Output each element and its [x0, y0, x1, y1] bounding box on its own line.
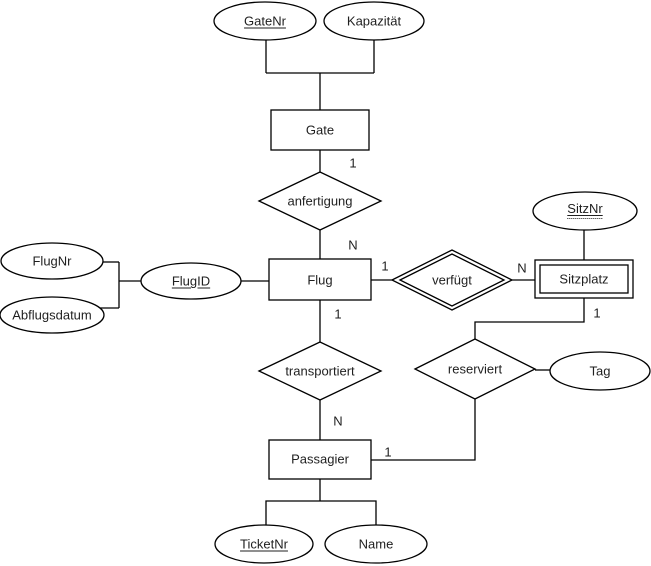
cardinality-flug-verfuegt: 1 — [381, 258, 389, 274]
attribute-flugid-label: FlugID — [171, 273, 211, 289]
attribute-flugnr-ellipse — [0, 242, 104, 280]
attribute-gatenr-ellipse — [213, 1, 317, 41]
cardinality-transportiert-passagier: N — [333, 413, 343, 429]
entity-passagier-box — [268, 439, 372, 480]
attribute-gatenr-label: GateNr — [244, 13, 286, 29]
entity-flug-box — [268, 258, 372, 301]
relationship-anfertigung-diamond — [257, 171, 383, 231]
attribute-tag-label: Tag — [589, 363, 611, 379]
cardinality-passagier-reserviert: 1 — [384, 444, 392, 460]
cardinality-anfertigung-flug: N — [348, 237, 358, 253]
relationship-transportiert-label: transportiert — [285, 363, 355, 379]
attribute-name-ellipse — [324, 524, 428, 564]
cardinality-verfuegt-sitzplatz: N — [517, 260, 527, 276]
attribute-sitznr-label: SitzNr — [567, 201, 603, 219]
entity-passagier-label: Passagier — [291, 451, 349, 467]
attribute-name-label: Name — [358, 536, 394, 552]
entity-flug-label: Flug — [307, 272, 333, 288]
cardinality-gate-anfertigung: 1 — [349, 155, 357, 171]
relationship-reserviert-diamond — [413, 338, 537, 400]
entity-gate-label: Gate — [305, 122, 335, 138]
entity-sitzplatz-label: Sitzplatz — [559, 271, 609, 287]
attribute-sitznr-ellipse — [532, 191, 638, 231]
attribute-flugid-ellipse — [140, 262, 242, 300]
edge-reserviert-passagier — [371, 399, 476, 461]
relationship-verfuegt-label: verfügt — [432, 272, 472, 288]
entity-gate-box — [270, 109, 370, 151]
attribute-flugnr-label: FlugNr — [32, 253, 72, 269]
attribute-abflugsdatum-ellipse — [0, 296, 105, 334]
relationship-anfertigung-label: anfertigung — [287, 193, 353, 209]
attribute-kapazitaet-label: Kapazität — [346, 13, 402, 29]
entity-sitzplatz-inner-box — [539, 264, 629, 294]
attribute-tag-ellipse — [549, 351, 651, 391]
edge-passagier-attributes-bracket — [265, 500, 377, 526]
edge-sitzplatz-reserviert — [474, 298, 585, 339]
relationship-verfuegt-inner-diamond — [398, 253, 506, 307]
relationship-reserviert-label: reserviert — [447, 361, 503, 377]
cardinality-flug-transportiert: 1 — [334, 306, 342, 322]
attribute-ticketnr-ellipse — [214, 524, 314, 564]
attribute-kapazitaet-ellipse — [323, 1, 425, 41]
attribute-ticketnr-label: TicketNr — [240, 536, 288, 552]
relationship-transportiert-diamond — [257, 341, 383, 401]
attribute-abflugsdatum-label: Abflugsdatum — [12, 307, 92, 323]
cardinality-sitzplatz-reserviert: 1 — [593, 305, 601, 321]
